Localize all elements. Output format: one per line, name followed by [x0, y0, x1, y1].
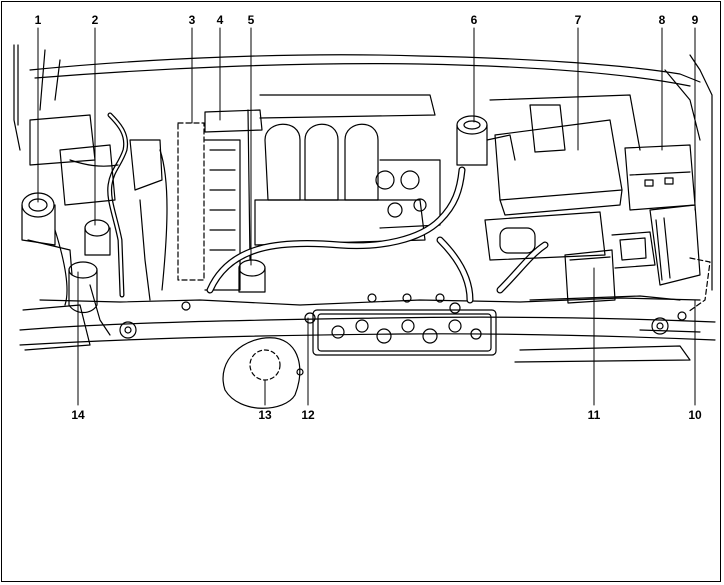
reservoir-2 [85, 220, 110, 255]
callout-4: 4 [217, 14, 224, 26]
callout-13: 13 [258, 409, 271, 421]
callout-3: 3 [189, 14, 196, 26]
component-11 [565, 232, 655, 303]
callout-10: 10 [688, 409, 701, 421]
component-3-dashed-outline [178, 123, 204, 280]
fuse-box-9 [650, 205, 700, 285]
callout-7: 7 [575, 14, 582, 26]
callout-1: 1 [35, 14, 42, 26]
reservoir-6 [457, 116, 515, 165]
callout-5: 5 [248, 14, 255, 26]
callout-9: 9 [692, 14, 699, 26]
air-cleaner-7 [485, 95, 640, 260]
callout-11: 11 [588, 409, 601, 421]
callout-2: 2 [92, 14, 99, 26]
callout-12: 12 [301, 409, 314, 421]
callout-6: 6 [471, 14, 478, 26]
callout-8: 8 [659, 14, 666, 26]
battery-8 [625, 145, 695, 210]
filler-cap-5 [239, 110, 265, 292]
left-reservoir-cluster [22, 115, 110, 335]
callout-14: 14 [71, 409, 84, 421]
component-13 [223, 338, 303, 409]
intake-manifold [255, 95, 440, 245]
cowl-cross-member [20, 294, 715, 345]
left-harness [60, 115, 167, 300]
